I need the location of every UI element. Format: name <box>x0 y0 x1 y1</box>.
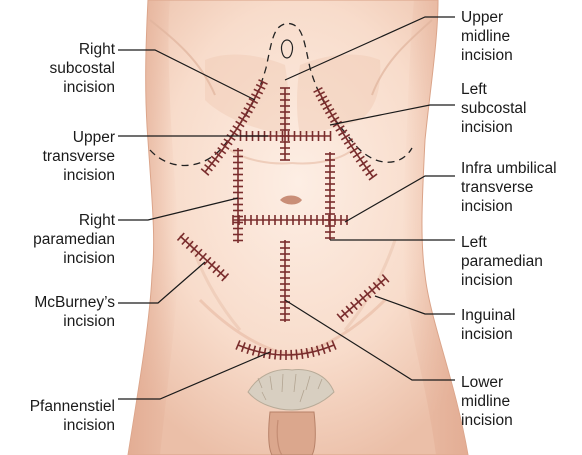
genital-illustration <box>269 412 316 455</box>
